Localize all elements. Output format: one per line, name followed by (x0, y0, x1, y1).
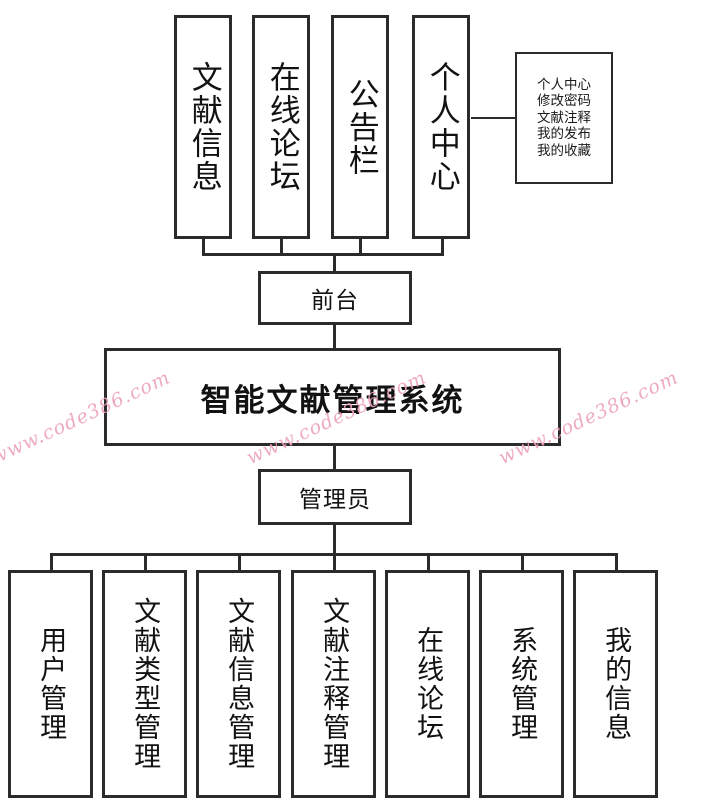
node-administrator[interactable]: 管理员 (258, 469, 412, 525)
connector-admin-item-3 (238, 553, 241, 572)
frontend-node-label: 在线论坛 (263, 61, 300, 193)
admin-node-label: 系统管理 (506, 626, 538, 742)
admin-node-online-forum[interactable]: 在线论坛 (385, 570, 470, 798)
connector-admin-item-5 (427, 553, 430, 572)
admin-node-label: 我的信息 (600, 626, 632, 742)
node-frontdesk-label: 前台 (311, 288, 359, 314)
admin-node-my-info[interactable]: 我的信息 (573, 570, 658, 798)
frontend-node-literature-info[interactable]: 文献信息 (174, 15, 232, 239)
connector-personal-center-detail (471, 117, 517, 119)
admin-node-literature-type-management[interactable]: 文献类型管理 (102, 570, 187, 798)
frontend-node-label: 文献信息 (185, 61, 222, 193)
admin-node-label: 用户管理 (35, 626, 67, 742)
node-frontdesk[interactable]: 前台 (258, 271, 412, 325)
connector-admin-item-6 (521, 553, 524, 572)
admin-node-label: 文献类型管理 (129, 597, 161, 771)
connector-admin-to-bus (333, 523, 336, 555)
admin-node-literature-info-management[interactable]: 文献信息管理 (196, 570, 281, 798)
connector-front-item-3 (359, 238, 362, 255)
detail-line: 个人中心 (537, 76, 591, 93)
admin-node-user-management[interactable]: 用户管理 (8, 570, 93, 798)
node-administrator-label: 管理员 (299, 487, 371, 513)
frontend-node-label: 个人中心 (423, 61, 460, 193)
detail-line: 修改密码 (537, 93, 591, 110)
admin-node-label: 文献注释管理 (318, 597, 350, 771)
connector-admin-item-1 (50, 553, 53, 572)
connector-admin-item-2 (144, 553, 147, 572)
connector-front-item-2 (280, 238, 283, 255)
connector-front-bus (202, 253, 444, 256)
admin-node-system-management[interactable]: 系统管理 (479, 570, 564, 798)
connector-front-item-1 (202, 238, 205, 255)
admin-node-literature-annotation-management[interactable]: 文献注释管理 (291, 570, 376, 798)
personal-center-detail-panel[interactable]: 个人中心 修改密码 文献注释 我的发布 我的收藏 (515, 52, 613, 184)
admin-node-label: 在线论坛 (412, 626, 444, 742)
connector-admin-item-7 (615, 553, 618, 572)
frontend-node-personal-center[interactable]: 个人中心 (412, 15, 470, 239)
detail-line: 我的收藏 (537, 142, 591, 159)
system-title-label: 智能文献管理系统 (200, 382, 465, 419)
connector-system-to-admin (333, 444, 336, 471)
node-system-title[interactable]: 智能文献管理系统 (104, 348, 561, 446)
connector-admin-item-4 (333, 553, 336, 572)
detail-line: 我的发布 (537, 126, 591, 143)
frontend-node-label: 公告栏 (342, 77, 379, 177)
frontend-node-bulletin-board[interactable]: 公告栏 (331, 15, 389, 239)
connector-frontdesk-to-system (333, 323, 336, 350)
admin-node-label: 文献信息管理 (223, 597, 255, 771)
connector-front-item-4 (441, 238, 444, 255)
connector-front-to-frontdesk (333, 253, 336, 273)
frontend-node-online-forum[interactable]: 在线论坛 (252, 15, 310, 239)
detail-line: 文献注释 (537, 109, 591, 126)
